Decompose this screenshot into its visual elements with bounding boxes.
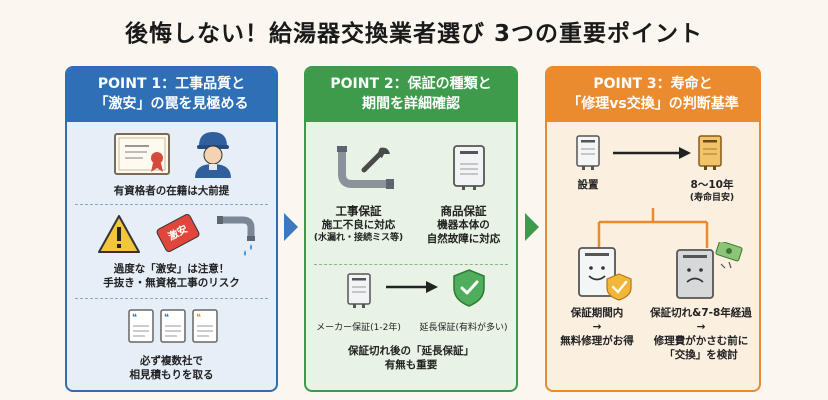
qualified-staff-text: 有資格者の在籍は大前提	[113, 185, 230, 197]
worker-icon	[195, 132, 231, 178]
point1-heading-line1: POINT 1：工事品質と	[97, 76, 246, 92]
out-of-warranty-line1: 保証切れ&7-8年経過	[650, 307, 752, 319]
water-heater-icon	[576, 135, 600, 170]
divider	[314, 264, 508, 265]
water-heater-icon	[453, 145, 485, 190]
arrow-right-icon	[525, 213, 539, 241]
point1-panel: POINT 1：工事品質と 「激安」の罠を見極める 有資格者の在籍は大前提	[65, 66, 278, 392]
maker-warranty-label: メーカー保証(1-2年)	[316, 323, 401, 333]
construction-warranty-line1: 施工不良に対応	[321, 219, 396, 231]
point3-panel: POINT 3：寿命と 「修理vs交換」の判断基準 設置 8～10年 (寿命目安…	[545, 66, 761, 392]
cheap-warning-text: 過度な「激安」は注意！ 手抜き・無資格工事のリスク	[67, 262, 276, 290]
page-title: 後悔しない！給湯器交換業者選び 3つの重要ポイント	[124, 21, 703, 47]
cheap-price-tag: 激安	[155, 212, 201, 254]
out-of-warranty-line3: 「交換」を検討	[664, 349, 738, 361]
pipe-wrench-icon	[337, 146, 394, 189]
point3-header: POINT 3：寿命と 「修理vs交換」の判断基準	[547, 68, 759, 122]
divider	[75, 204, 268, 205]
warning-icon	[98, 215, 140, 253]
water-heater-icon	[347, 273, 371, 308]
extended-warranty-label: 延長保証(有料が多い)	[419, 323, 508, 333]
svg-text:❝: ❝	[196, 313, 201, 323]
cheap-warning-line2: 手抜き・無資格工事のリスク	[103, 277, 240, 289]
cheap-badge-label: 激安	[166, 223, 190, 243]
out-of-warranty-line2: 修理費がかさむ前に	[653, 335, 749, 347]
extended-warranty-note: 保証切れ後の「延長保証」 有無も重要	[306, 344, 516, 372]
lifespan-label: 8～10年 (寿命目安)	[667, 178, 757, 204]
leaking-pipe-icon	[217, 216, 255, 256]
point3-heading-line1: POINT 3：寿命と	[593, 76, 713, 92]
multiple-quotes-line1: 必ず複数社で	[140, 355, 203, 367]
install-label: 設置	[577, 179, 599, 191]
product-warranty: 商品保証 機器本体の 自然故障に対応	[411, 204, 516, 246]
branch-connector	[597, 208, 709, 248]
multiple-quotes-line2: 相見積もりを取る	[129, 369, 214, 381]
divider	[75, 298, 268, 299]
within-warranty-line1: 保証期間内	[570, 307, 624, 319]
point2-heading-line2: 期間を詳細確認	[362, 96, 460, 112]
point2-heading-line1: POINT 2：保証の種類と	[330, 76, 492, 92]
point1-header: POINT 1：工事品質と 「激安」の罠を見極める	[67, 68, 276, 122]
construction-warranty-title: 工事保証	[335, 204, 382, 218]
cheap-warning-line1: 過度な「激安」は注意！	[113, 263, 230, 275]
svg-text:❝: ❝	[132, 313, 137, 323]
point1-heading-line2: 「激安」の罠を見極める	[94, 96, 249, 112]
within-warranty-advice: 保証期間内 → 無料修理がお得	[547, 306, 647, 348]
arrow-right-icon	[284, 213, 298, 241]
lifespan-note: (寿命目安)	[689, 193, 735, 203]
construction-warranty-line2: (水漏れ・接続ミス等)	[313, 233, 404, 243]
within-warranty-arrow: →	[592, 321, 602, 333]
certificate-icon	[114, 133, 170, 175]
product-warranty-line1: 機器本体の	[437, 219, 490, 231]
extended-warranty-note-line1: 保証切れ後の「延長保証」	[348, 345, 474, 357]
within-warranty-line2: 無料修理がお得	[560, 335, 634, 347]
out-of-warranty-arrow: →	[696, 321, 706, 333]
out-of-warranty-advice: 保証切れ&7-8年経過 → 修理費がかさむ前に 「交換」を検討	[643, 306, 759, 362]
lifespan-years: 8～10年	[690, 179, 734, 191]
svg-text:❝: ❝	[164, 313, 169, 323]
shield-check-icon	[453, 269, 485, 307]
extended-warranty-note-line2: 有無も重要	[384, 359, 438, 371]
point2-panel: POINT 2：保証の種類と 期間を詳細確認 工事保証 施工不良に対応 (水漏れ…	[304, 66, 518, 392]
broken-water-heater-icon	[676, 242, 743, 299]
point3-heading-line2: 「修理vs交換」の判断基準	[567, 96, 739, 112]
product-warranty-line2: 自然故障に対応	[426, 233, 501, 245]
product-warranty-title: 商品保証	[440, 204, 487, 218]
point2-header: POINT 2：保証の種類と 期間を詳細確認	[306, 68, 516, 122]
aged-water-heater-icon	[698, 135, 722, 170]
arrow-right-icon	[386, 281, 438, 293]
multiple-quotes-text: 必ず複数社で 相見積もりを取る	[67, 354, 276, 382]
documents-icon: ❝ ❝ ❝	[128, 309, 218, 343]
construction-warranty: 工事保証 施工不良に対応 (水漏れ・接続ミス等)	[306, 204, 411, 244]
arrow-right-icon	[613, 147, 691, 159]
happy-water-heater-icon	[578, 247, 632, 301]
